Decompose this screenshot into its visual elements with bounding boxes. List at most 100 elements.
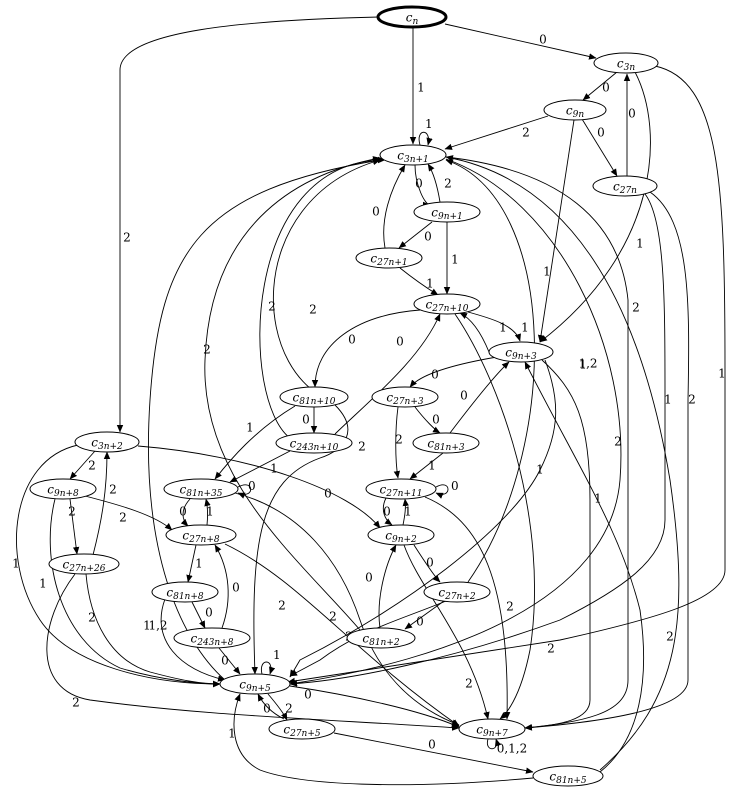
edge-label: 0 [416,615,424,629]
state-subscript: 243n+8 [196,638,234,648]
edge-line [581,118,618,177]
edge-line [413,544,441,583]
edge-line [214,544,229,629]
edge-line [160,598,226,682]
edge-c9n-to-c27n [581,118,618,177]
state-subscript: 243n+10 [295,443,338,453]
edge-c243n10-to-c27n10 [334,313,441,435]
edge-c243n8-to-c27n8 [214,544,229,629]
edge-c9n-to-c3n1 [444,115,549,150]
edge-line [287,65,726,685]
edge-label: 2 [506,600,514,614]
edge-c3n-to-c9n [582,71,618,101]
edge-label: 0 [415,177,423,191]
edge-label: 1 [451,253,459,267]
edge-line [237,484,252,499]
state-node-c9n8: c9n+8 [29,478,97,500]
edge-label: 2 [547,642,555,656]
edge-line [267,693,288,721]
edge-line [449,361,510,434]
edge-line [459,312,490,353]
edge-c243n8-to-c9n5 [218,647,241,675]
edge-line [84,495,173,531]
edge-label: 2 [123,231,131,245]
state-ellipse [165,524,237,546]
edge-c27n2-to-c3n1 [445,159,535,583]
edge-line [418,131,433,146]
edge-c9n8-to-c9n5 [49,498,221,688]
edge-c9n2-to-c9n7 [403,544,490,720]
edge-label: 1 [543,265,551,279]
edge-c9n3-to-c9n7 [524,359,591,731]
edge-label: 1 [499,321,507,335]
edge-label: 1 [426,277,434,291]
edge-label: 1 [195,557,203,571]
edge-line [204,498,211,526]
edge-line [148,157,381,681]
state-ellipse [29,478,97,500]
edge-line [444,23,597,60]
state-subscript: 81n+10 [299,397,336,407]
state-node-c81n3: c81n+3 [412,432,480,454]
edge-line [251,404,349,675]
edge-label: 0 [372,205,380,219]
edge-label: 0 [302,413,310,427]
edge-line [403,544,490,720]
edge-label: 2 [309,303,317,317]
edge-label: 0 [426,556,434,570]
edge-label: 0 [460,389,468,403]
edge-label: 0 [432,413,440,427]
state-subscript: 27n+11 [385,489,422,499]
state-ellipse [413,201,481,223]
edge-line [69,498,80,555]
edge-label: 1 [39,577,47,591]
edge-line [382,497,393,526]
state-ellipse [532,765,604,787]
state-ellipse [376,5,448,29]
state-ellipse [412,432,480,454]
state-subscript: 3n+2 [98,442,123,452]
state-subscript: 27n+5 [289,729,321,739]
state-node-cn: cn [376,5,448,29]
edge-c3n2-to-c9n5 [16,444,221,688]
edge-label: 1 [594,492,602,506]
state-node-c81n10: c81n+10 [279,386,349,408]
edge-label: 1 [206,505,214,519]
state-subscript: 81n+2 [369,638,400,648]
edge-line [393,406,401,479]
edge-c3n1-to-c9n5 [289,158,622,687]
state-node-c27n3: c27n+3 [371,386,439,408]
state-subscript: 27n+3 [392,397,424,407]
edge-c27n26-to-c9n7 [46,573,460,731]
edge-label: 1 [521,321,529,335]
edge-label: 2 [614,435,622,449]
edge-label: 2 [666,630,674,644]
edge-label: 1 [273,648,281,662]
edge-c27n-to-c9n7 [524,191,690,731]
edge-c27n5-to-c81n5 [333,732,534,774]
edge-label: 2 [522,126,530,140]
edge-c27n1-to-c3n1 [383,164,406,249]
edge-label: 2 [329,610,337,624]
edge-label: 1 [579,358,587,372]
state-subscript: 9n [573,110,585,120]
edge-c9n3-to-c9n5 [289,359,557,678]
edge-c81n35-to-c27n8 [180,498,191,527]
edge-line [69,450,96,480]
edge-c81n10-to-c9n5 [251,404,349,675]
state-node-c9n: c9n [543,99,607,121]
self-loop-c9n5 [260,661,276,675]
state-node-c81n5: c81n+5 [532,765,604,787]
state-node-c27n: c27n [592,175,658,197]
edge-c27n10-to-c9n7 [454,313,535,720]
edge-line [424,496,511,720]
edge-label: 2 [268,300,276,314]
state-ellipse [355,247,423,269]
edge-line [404,600,445,630]
self-loop-c81n35 [237,484,252,499]
state-node-c27n26: c27n+26 [48,553,120,575]
state-node-c27n8: c27n+8 [165,524,237,546]
edge-line [186,544,197,583]
edge-c9n5-to-c9n7 [289,685,460,728]
